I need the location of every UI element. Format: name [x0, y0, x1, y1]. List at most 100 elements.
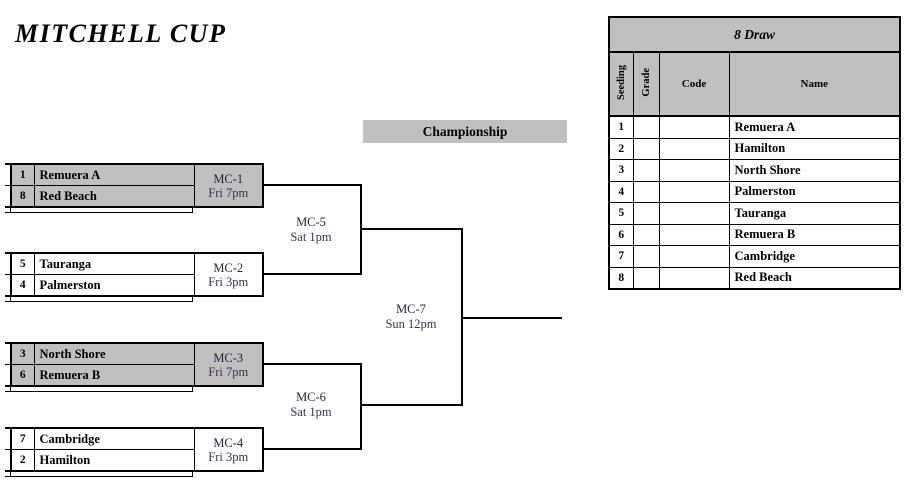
grid-tick [5, 476, 10, 477]
grid-strip [10, 208, 193, 213]
match-id: MC-5 [296, 215, 326, 229]
team-name-cell: Hamilton [33, 449, 195, 472]
seeding-cell: 1 [608, 115, 634, 139]
name-cell: Remuera B [728, 223, 901, 246]
table-row: 3 North Shore [608, 159, 901, 182]
grid-tick [5, 391, 10, 392]
seeding-cell: 8 [608, 266, 634, 290]
team-name-cell: Remuera A [33, 163, 195, 186]
connector-line [262, 273, 360, 275]
grade-cell [632, 137, 660, 160]
match-id: MC-4 [213, 435, 244, 450]
match-label-cell: MC-4 Fri 3pm [193, 427, 264, 472]
seed-cell: 5 [10, 252, 35, 275]
match-id: MC-3 [213, 350, 244, 365]
match-time: Sat 1pm [290, 230, 332, 244]
column-header-name: Name [728, 51, 901, 117]
team-name-cell: Remuera B [33, 364, 195, 387]
seeding-cell: 2 [608, 137, 634, 160]
grid-tick [5, 364, 10, 365]
match-time: Fri 7pm [208, 185, 249, 200]
match-mc-2: 5 Tauranga MC-2 Fri 3pm 4 Palmerston [5, 252, 270, 308]
match-box: 3 North Shore MC-3 Fri 7pm 6 Remuera B [10, 342, 264, 387]
table-row: 8 Red Beach [608, 266, 901, 290]
team-name-cell: Cambridge [33, 427, 195, 450]
code-cell [658, 245, 730, 268]
match-id: MC-1 [213, 171, 244, 186]
match-mc-4: 7 Cambridge MC-4 Fri 3pm 2 Hamilton [5, 427, 270, 483]
grade-cell [632, 202, 660, 225]
seed-cell: 3 [10, 342, 35, 365]
grid-tick [5, 163, 10, 165]
code-cell [658, 137, 730, 160]
grid-strip [10, 387, 193, 392]
name-cell: Hamilton [728, 137, 901, 160]
match-time: Sun 12pm [385, 317, 437, 331]
match-id: MC-6 [296, 390, 326, 404]
winner-line [461, 317, 562, 319]
draw-table: 8 Draw Seeding Grade Code Name 1 Remuera… [608, 16, 902, 290]
seeding-cell: 4 [608, 180, 634, 203]
name-cell: Remuera A [728, 115, 901, 139]
seeding-cell: 6 [608, 223, 634, 246]
match-mc-1: 1 Remuera A MC-1 Fri 7pm 8 Red Beach [5, 163, 270, 219]
code-cell [658, 159, 730, 182]
grid-tick [5, 274, 10, 275]
table-row: 6 Remuera B [608, 223, 901, 246]
match-box: 5 Tauranga MC-2 Fri 3pm 4 Palmerston [10, 252, 264, 297]
team-name-cell: Palmerston [33, 274, 195, 297]
code-cell [658, 266, 730, 290]
table-row: 4 Palmerston [608, 180, 901, 203]
grade-cell [632, 223, 660, 246]
match-time: Fri 3pm [208, 274, 249, 289]
table-row: 7 Cambridge [608, 245, 901, 268]
semifinal-label-mc-6: MC-6 Sat 1pm [262, 390, 360, 420]
seeding-cell: 5 [608, 202, 634, 225]
connector-line [262, 184, 360, 186]
connector-line [360, 404, 463, 406]
grid-tick [5, 342, 10, 344]
column-header-code: Code [658, 51, 730, 117]
grid-tick [5, 470, 10, 472]
seed-cell: 4 [10, 274, 35, 297]
grid-tick [5, 206, 10, 208]
table-row: 2 Hamilton [608, 137, 901, 160]
match-box: 1 Remuera A MC-1 Fri 7pm 8 Red Beach [10, 163, 264, 208]
grid-tick [5, 301, 10, 302]
seed-cell: 6 [10, 364, 35, 387]
seeding-cell: 3 [608, 159, 634, 182]
column-header-seeding: Seeding [608, 51, 634, 117]
grid-tick [5, 427, 10, 429]
connector-line [360, 228, 463, 230]
name-cell: Cambridge [728, 245, 901, 268]
grade-cell [632, 115, 660, 139]
table-row: 5 Tauranga [608, 202, 901, 225]
match-id: MC-2 [213, 260, 244, 275]
seed-cell: 2 [10, 449, 35, 472]
tournament-title: MITCHELL CUP [15, 19, 227, 48]
grid-tick [5, 449, 10, 450]
column-header-grade: Grade [632, 51, 660, 117]
grid-tick [5, 185, 10, 186]
match-time: Fri 7pm [208, 364, 249, 379]
code-cell [658, 223, 730, 246]
code-cell [658, 115, 730, 139]
match-label-cell: MC-3 Fri 7pm [193, 342, 264, 387]
match-time: Sat 1pm [290, 405, 332, 419]
grid-strip [10, 297, 193, 302]
grid-tick [5, 295, 10, 297]
match-label-cell: MC-1 Fri 7pm [193, 163, 264, 208]
seeding-cell: 7 [608, 245, 634, 268]
team-name-cell: Tauranga [33, 252, 195, 275]
seed-cell: 8 [10, 185, 35, 208]
connector-line [360, 363, 362, 450]
grid-tick [5, 212, 10, 213]
team-name-cell: North Shore [33, 342, 195, 365]
championship-round-label: Championship [363, 120, 567, 143]
draw-table-title: 8 Draw [608, 16, 901, 53]
name-cell: Tauranga [728, 202, 901, 225]
connector-line [262, 448, 360, 450]
grade-cell [632, 266, 660, 290]
match-time: Fri 3pm [208, 449, 249, 464]
